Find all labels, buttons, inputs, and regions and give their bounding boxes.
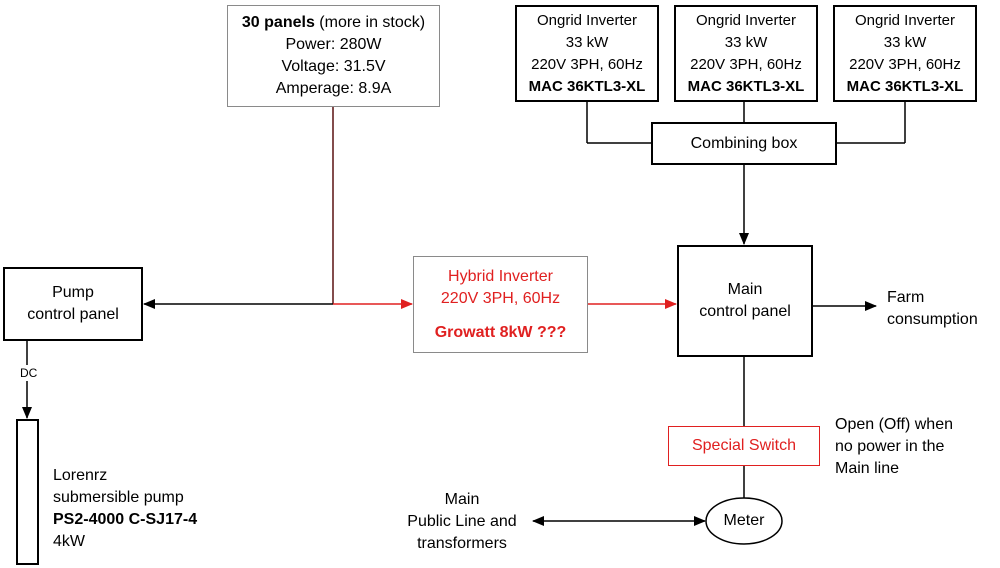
main-panel-line2: control panel (699, 303, 791, 320)
hybrid-model: Growatt 8kW ??? (434, 323, 567, 341)
special-switch-box: Special Switch (668, 426, 820, 466)
farm-line1: Farm (887, 289, 925, 306)
inverter-model: MAC 36KTL3-XL (687, 77, 805, 95)
farm-consumption-label: Farm consumption (887, 287, 978, 331)
inverter-title: Ongrid Inverter (536, 11, 638, 29)
inverter-spec: 220V 3PH, 60Hz (849, 55, 961, 73)
inverter-power: 33 kW (724, 33, 768, 51)
inverter-power: 33 kW (883, 33, 927, 51)
pump-description: Lorenrz submersible pump PS2-4000 C-SJ17… (53, 465, 197, 553)
panel-amperage: Amperage: 8.9A (275, 80, 392, 97)
pump-panel-line1: Pump (52, 284, 94, 301)
hybrid-inverter-box: Hybrid Inverter 220V 3PH, 60Hz Growatt 8… (413, 256, 588, 353)
combining-box-label: Combining box (690, 134, 798, 152)
switch-note-line3: Main line (835, 460, 900, 477)
pump-model: PS2-4000 C-SJ17-4 (53, 511, 198, 528)
public-line-label: Main Public Line and transformers (392, 489, 532, 555)
ongrid-inverter-1: Ongrid Inverter 33 kW 220V 3PH, 60Hz MAC… (515, 5, 659, 102)
main-control-panel: Main control panel (677, 245, 813, 357)
pump-control-panel: Pump control panel (3, 267, 143, 341)
switch-note-line2: no power in the (835, 438, 945, 455)
inverter-spec: 220V 3PH, 60Hz (690, 55, 802, 73)
combining-box: Combining box (651, 122, 837, 165)
dc-label: DC (18, 365, 40, 381)
ongrid-inverter-2: Ongrid Inverter 33 kW 220V 3PH, 60Hz MAC… (674, 5, 818, 102)
inverter-model: MAC 36KTL3-XL (528, 77, 646, 95)
inverter-power: 33 kW (565, 33, 609, 51)
meter-label: Meter (723, 512, 765, 529)
meter-ellipse (705, 497, 783, 545)
inverter-title: Ongrid Inverter (695, 11, 797, 29)
hybrid-line1: Hybrid Inverter (448, 267, 553, 285)
inverter-spec: 220V 3PH, 60Hz (531, 55, 643, 73)
pump-panel-line2: control panel (27, 306, 119, 323)
main-panel-line1: Main (727, 281, 763, 298)
panel-power: Power: 280W (285, 36, 382, 53)
hybrid-line2: 220V 3PH, 60Hz (440, 289, 561, 307)
public-line1: Main (444, 491, 480, 508)
inverter-model: MAC 36KTL3-XL (846, 77, 964, 95)
ongrid-inverter-3: Ongrid Inverter 33 kW 220V 3PH, 60Hz MAC… (833, 5, 977, 102)
switch-note: Open (Off) when no power in the Main lin… (835, 414, 953, 480)
public-line2: Public Line and (407, 513, 517, 530)
inverter-title: Ongrid Inverter (854, 11, 956, 29)
stock-note: (more in stock) (319, 14, 426, 31)
farm-line2: consumption (887, 311, 978, 328)
solar-panels-box: 30 panels (more in stock) Power: 280W Vo… (227, 5, 440, 107)
submersible-pump-shape (16, 419, 39, 565)
switch-note-line1: Open (Off) when (835, 416, 953, 433)
pump-line1: Lorenrz (53, 467, 108, 484)
special-switch-label: Special Switch (691, 437, 797, 454)
public-line3: transformers (417, 535, 507, 552)
panel-count: 30 panels (241, 14, 315, 31)
pump-power: 4kW (53, 533, 85, 550)
panel-voltage: Voltage: 31.5V (281, 58, 386, 75)
pump-line2: submersible pump (53, 489, 184, 506)
